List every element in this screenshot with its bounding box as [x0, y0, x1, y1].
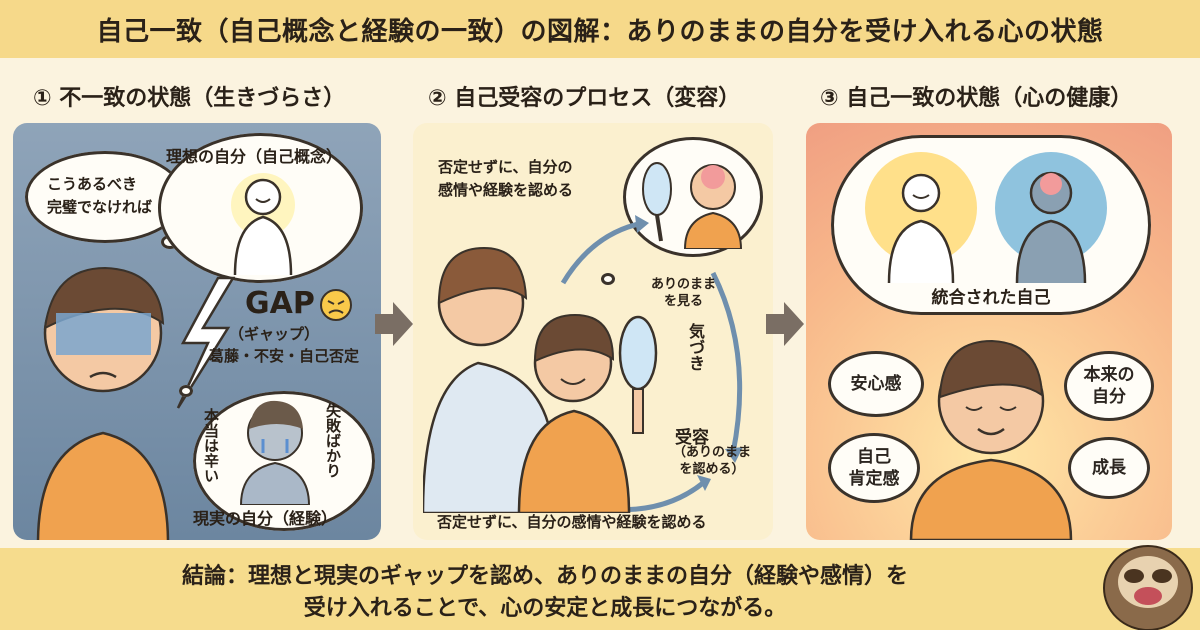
lightning-icon [176, 276, 236, 409]
worried-face-icon [320, 289, 352, 321]
conclusion-line-1: 結論：理想と現実のギャップを認め、ありのままの自分（経験や感情）を [181, 564, 908, 589]
section2-heading: ② 自己受容のプロセス（変容） [428, 86, 741, 111]
see-as-is-line-1: ありのまま [651, 277, 717, 292]
acceptance-label: 受容 [675, 428, 709, 448]
self-esteem-line-1: 自己 [857, 446, 891, 467]
acceptance-top-text: 否定せずに、自分の 感情や経験を認める [438, 156, 573, 201]
thought-dot [179, 385, 193, 397]
section1-heading: ① 不一致の状態（生きづらさ） [33, 86, 346, 111]
ideal-self-figure [231, 173, 295, 276]
title-bar: 自己一致（自己概念と経験の一致）の図解：ありのままの自分を受け入れる心の状態 [0, 0, 1200, 58]
thought-dot [601, 273, 615, 285]
gap-reading: （ギャップ） [229, 325, 320, 343]
true-self-line-2: 自分 [1092, 387, 1126, 407]
real-self-label: 現実の自分（経験） [193, 509, 338, 528]
real-self-left-text: 本当は辛い [202, 408, 220, 483]
integrated-self-label: 統合された自己 [931, 288, 1051, 308]
self-esteem-chip: 自己 肯定感 [828, 433, 920, 503]
counselor-and-child-figure [423, 246, 631, 513]
should-thought-text: こうあるべき 完璧でなければ [47, 173, 152, 218]
acceptance-sub-text: （ありのまま を認める） [673, 445, 751, 479]
growth-chip: 成長 [1068, 437, 1150, 499]
real-self-right-text: 失敗ばかり [324, 403, 342, 478]
hand-mirror-icon [618, 315, 658, 434]
calm-person-figure [909, 339, 1073, 540]
crying-person-figure [239, 400, 311, 505]
arrow-right-icon [375, 302, 413, 346]
panel-congruence: 統合された自己 安心感 本来の 自分 自己 肯定感 成長 [806, 123, 1172, 540]
acceptance-sub-line-1: （ありのまま [673, 445, 752, 460]
awareness-label: 気づき [686, 323, 705, 371]
top-text-line-1: 否定せずに、自分の [438, 158, 573, 176]
true-self-chip: 本来の 自分 [1064, 351, 1154, 421]
page-title: 自己一致（自己概念と経験の一致）の図解：ありのままの自分を受け入れる心の状態 [96, 16, 1104, 47]
conclusion-bar: 結論：理想と現実のギャップを認め、ありのままの自分（経験や感情）を 受け入れるこ… [0, 545, 1200, 630]
top-text-line-2: 感情や経験を認める [438, 180, 574, 199]
arrow-right-icon [766, 302, 804, 346]
conclusion-line-2: 受け入れることで、心の安定と成長につながる。 [303, 596, 787, 621]
should-line-2: 完璧でなければ [47, 197, 153, 216]
security-chip: 安心感 [828, 351, 924, 417]
gap-description: 葛藤・不安・自己否定 [209, 347, 360, 365]
self-esteem-line-2: 肯定感 [848, 469, 900, 489]
acceptance-bottom-text: 否定せずに、自分の感情や経験を認める [437, 513, 707, 531]
see-as-is-line-2: を見る [664, 293, 704, 309]
sloth-mascot-icon [1103, 545, 1193, 630]
section3-heading: ③ 自己一致の状態（心の健康） [820, 86, 1133, 111]
integrated-figures [865, 152, 1107, 284]
mirror-reflection-figure [642, 162, 743, 249]
true-self-line-1: 本来の [1083, 364, 1135, 385]
see-as-is-text: ありのまま を見る [651, 277, 716, 311]
panel-self-acceptance: 否定せずに、自分の 感情や経験を認める ありのまま を見る 気づき [413, 123, 773, 540]
ideal-self-label: 理想の自分（自己概念） [165, 147, 342, 166]
troubled-person-figure [36, 266, 170, 540]
should-line-1: こうあるべき [47, 175, 138, 193]
panel-incongruence: こうあるべき 完璧でなければ 理想の自分（自己概念） GAP （ギャップ） 葛藤… [13, 123, 381, 540]
gap-label: GAP [245, 286, 315, 321]
acceptance-sub-line-2: を認める） [679, 461, 745, 477]
